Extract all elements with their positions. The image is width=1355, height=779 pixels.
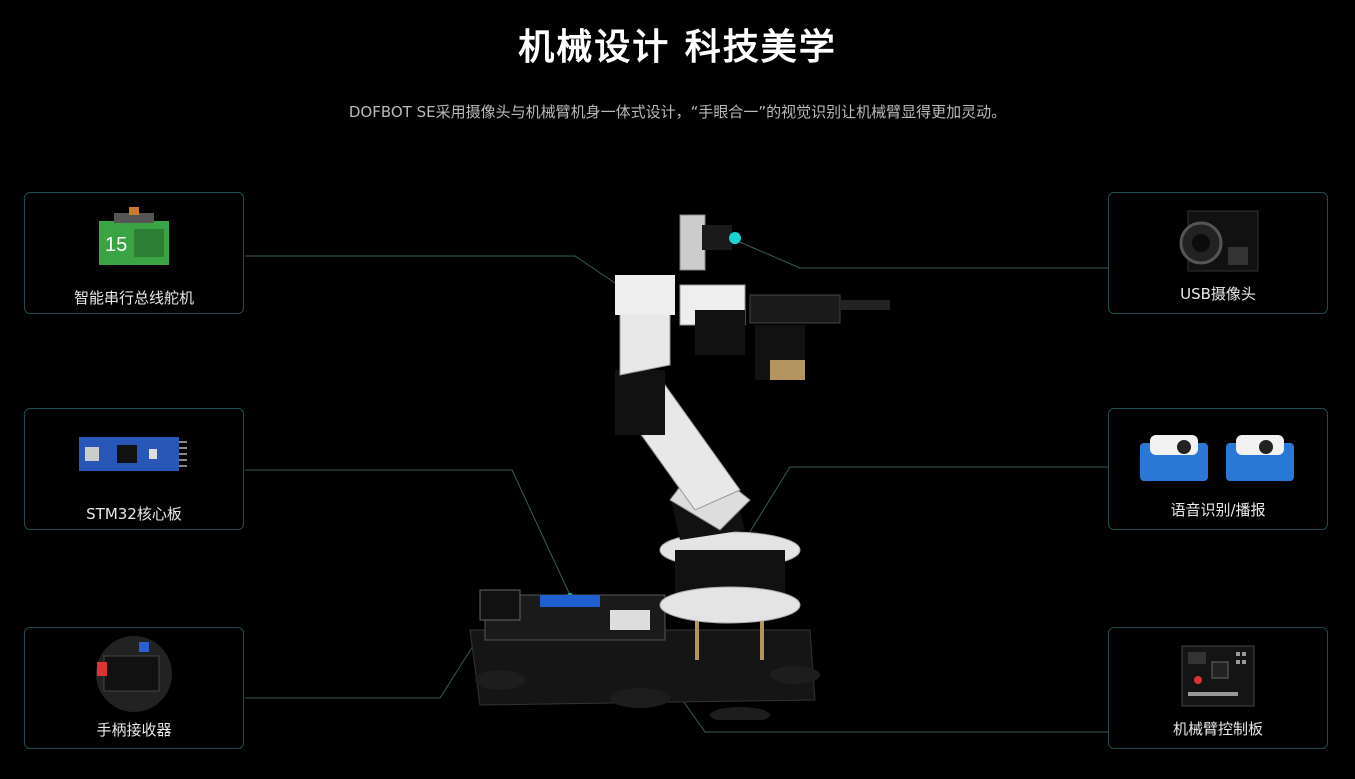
feature-label-voice: 语音识别/播报	[1170, 501, 1266, 519]
feature-label-camera: USB摄像头	[1180, 285, 1256, 303]
voice-module-icon	[1140, 435, 1294, 481]
feature-card-controller: 机械臂控制板	[1108, 627, 1328, 749]
control-board-icon	[1181, 645, 1255, 707]
servo-icon: 15	[99, 207, 169, 265]
feature-label-stm32: STM32核心板	[86, 505, 182, 523]
feature-card-stm32: STM32核心板	[24, 408, 244, 530]
feature-card-camera: USB摄像头	[1108, 192, 1328, 314]
camera-icon	[1179, 210, 1259, 272]
feature-card-servo: 15 智能串行总线舵机	[24, 192, 244, 314]
page-title: 机械设计 科技美学	[518, 27, 837, 68]
circuit-board-icon	[79, 437, 187, 471]
feature-label-controller: 机械臂控制板	[1172, 720, 1263, 738]
feature-label-receiver: 手柄接收器	[96, 721, 172, 739]
feature-label-servo: 智能串行总线舵机	[73, 289, 194, 307]
page-subtitle: DOFBOT SE采用摄像头与机械臂机身一体式设计，“手眼合一”的视觉识别让机械…	[348, 103, 1007, 121]
receiver-icon	[96, 636, 172, 712]
robot-arm-image	[469, 214, 890, 720]
feature-card-voice: 语音识别/播报	[1108, 408, 1328, 530]
feature-card-receiver: 手柄接收器	[24, 627, 244, 749]
svg-text:15: 15	[105, 234, 127, 256]
